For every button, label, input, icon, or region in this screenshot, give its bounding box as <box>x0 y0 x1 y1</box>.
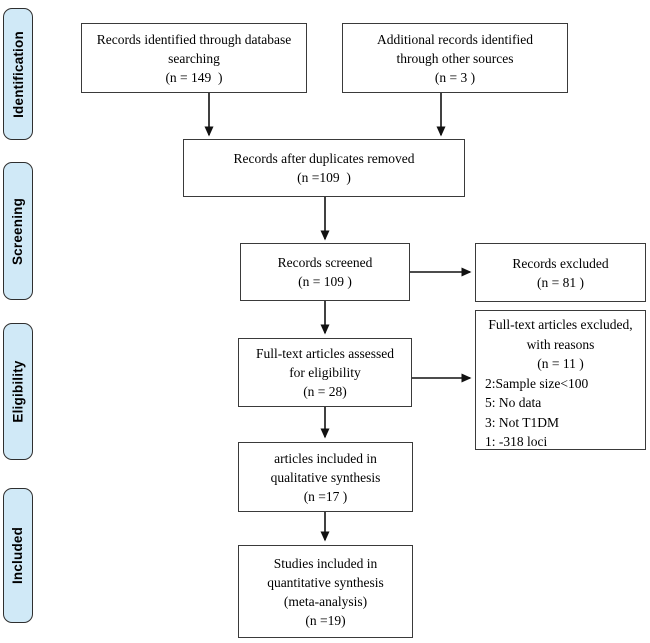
flow-box-line: Studies included in <box>273 555 378 571</box>
flow-box-line: qualitative synthesis <box>270 469 381 485</box>
flow-box-line: (n = 109 ) <box>298 274 352 289</box>
flow-box-line: with reasons <box>526 336 595 352</box>
flow-box-line: articles included in <box>274 450 377 466</box>
flow-box-line: (n = 28) <box>303 384 347 399</box>
flow-box-fulltext-excluded: Full-text articles excluded, with reason… <box>475 310 646 450</box>
stage-label: Eligibility <box>10 360 26 423</box>
flow-box-line: 2:Sample size<100 <box>485 375 589 391</box>
flow-box-line: (n = 149 ) <box>165 69 223 85</box>
flow-box-qualitative-synthesis: articles included in qualitative synthes… <box>238 442 413 512</box>
flow-box-line: for eligibility <box>289 365 361 380</box>
flow-box-line: (n = 3 ) <box>434 69 476 85</box>
flow-box-line: Full-text articles excluded, <box>488 317 633 332</box>
flow-box-line: searching <box>168 50 220 66</box>
flow-box-line: Records screened <box>277 255 373 270</box>
flow-box-line: Records after duplicates removed <box>233 151 415 166</box>
flow-box-records-screened: Records screened (n = 109 ) <box>240 243 410 301</box>
flow-box-line: Full-text articles assessed <box>256 346 394 361</box>
stage-included: Included <box>3 488 33 623</box>
flow-box-line: quantitative synthesis <box>267 574 384 590</box>
stage-eligibility: Eligibility <box>3 323 33 460</box>
stage-label: Identification <box>10 30 26 118</box>
flow-box-line: (n = 11 ) <box>537 356 584 371</box>
stage-screening: Screening <box>3 162 33 300</box>
flow-box-line: Records identified through database <box>96 31 292 47</box>
flow-box-duplicates-removed: Records after duplicates removed (n =109… <box>183 139 465 197</box>
flow-box-records-identified-database: Records identified through database sear… <box>81 23 307 93</box>
flow-box-line: (n =109 ) <box>297 170 351 185</box>
flow-box-line: (n = 81 ) <box>537 274 584 290</box>
flow-box-line: through other sources <box>396 50 514 66</box>
stage-identification: Identification <box>3 8 33 140</box>
flow-box-line: Additional records identified <box>377 31 533 47</box>
flow-box-additional-records: Additional records identified through ot… <box>342 23 568 93</box>
flow-box-line: 5: No data <box>485 395 542 410</box>
flow-box-line: 3: Not T1DM <box>485 414 560 430</box>
flow-box-line: (meta-analysis) <box>283 593 368 609</box>
stage-label: Screening <box>10 197 26 265</box>
flow-box-quantitative-synthesis: Studies included in quantitative synthes… <box>238 545 413 638</box>
stage-label: Included <box>10 526 26 585</box>
flow-box-line: (n =17 ) <box>303 488 348 504</box>
flow-box-records-excluded: Records excluded (n = 81 ) <box>475 243 646 302</box>
flow-box-fulltext-assessed: Full-text articles assessed for eligibil… <box>238 338 412 407</box>
flow-box-line: (n =19) <box>305 612 346 628</box>
flow-box-line: Records excluded <box>512 255 609 271</box>
flow-box-line: 1: -318 loci <box>485 434 548 449</box>
